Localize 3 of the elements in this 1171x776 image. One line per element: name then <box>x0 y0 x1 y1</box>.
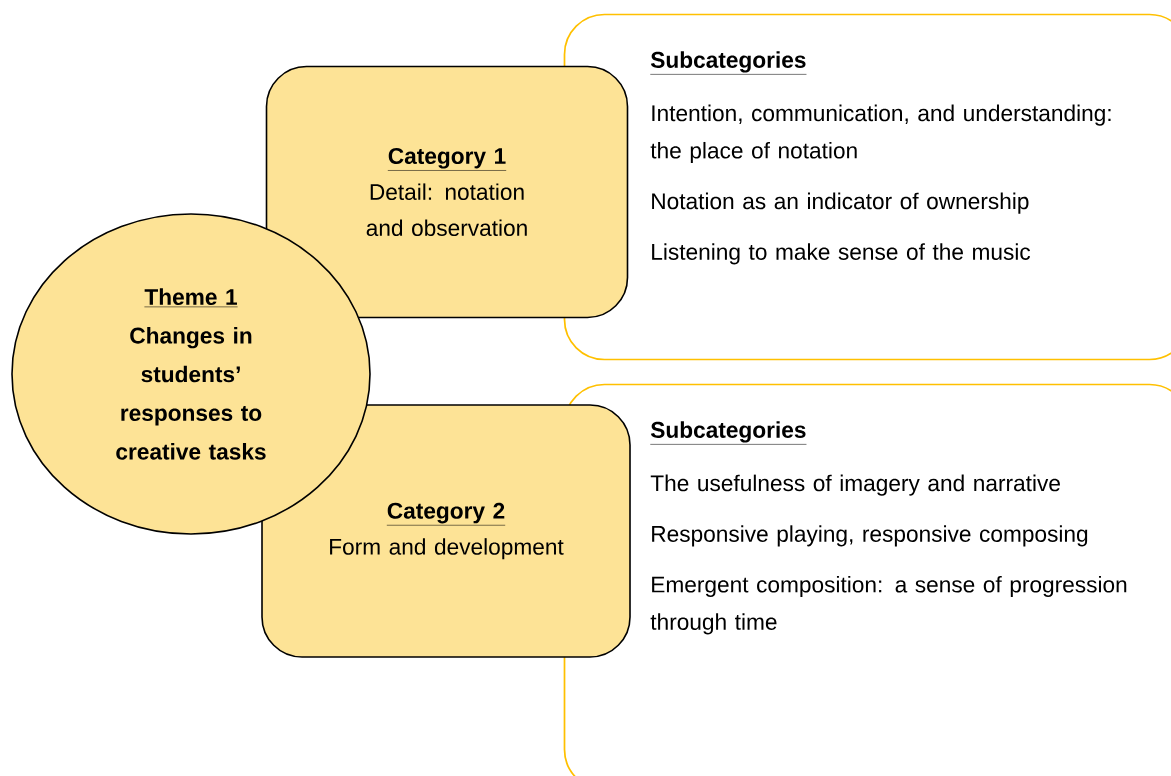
subcategory-panel: Subcategories The usefulness of imagery and narrative Responsive playing, responsive composing Emergent composition: a sense of progression through time <box>563 383 1171 776</box>
subcategory-panel: Subcategories Intention, communication, and understanding: the place of notation Notation as an indicator of ownership Listening to make sense of the music <box>563 13 1171 361</box>
category-box: Category 1 Detail: notation and observation <box>265 65 629 319</box>
